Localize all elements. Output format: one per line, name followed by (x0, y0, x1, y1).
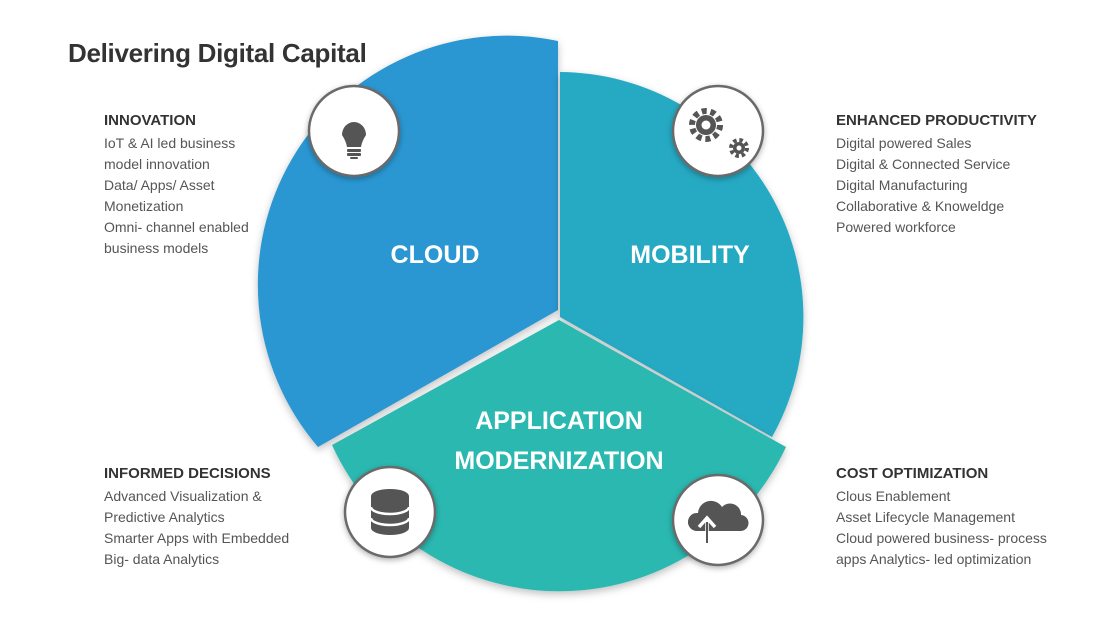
productivity-line: Digital & Connected Service (836, 156, 1011, 172)
gears-icon (671, 84, 765, 178)
decisions-line: Predictive Analytics (104, 509, 225, 525)
lightbulb-icon (307, 84, 401, 178)
decisions-line: Smarter Apps with Embedded (104, 530, 290, 546)
productivity-heading: ENHANCED PRODUCTIVITY (836, 112, 1037, 129)
innovation-line: model innovation (104, 156, 210, 172)
productivity-line: Collaborative & Knoweldge (836, 198, 1005, 214)
innovation-line: IoT & AI led business (104, 135, 236, 151)
cost-line: Clous Enablement (836, 488, 951, 504)
decisions-line: Big- data Analytics (104, 551, 220, 567)
cost-line: Asset Lifecycle Management (836, 509, 1015, 525)
innovation-line: Monetization (104, 198, 184, 214)
innovation-heading: INNOVATION (104, 112, 196, 129)
decisions-line: Advanced Visualization & (104, 488, 262, 504)
cloud-upload-icon (671, 473, 765, 567)
cost-line: Cloud powered business- process (836, 530, 1047, 546)
decisions-heading: INFORMED DECISIONS (104, 465, 271, 482)
cost-block: COST OPTIMIZATION Clous Enablement Asset… (836, 465, 1096, 570)
cost-line: apps Analytics- led optimization (836, 551, 1032, 567)
app-modernization-label-line2: MODERNIZATION (454, 447, 663, 475)
innovation-line: business models (104, 240, 209, 256)
page-title: Delivering Digital Capital (68, 38, 367, 68)
mobility-label: MOBILITY (630, 241, 750, 269)
innovation-line: Data/ Apps/ Asset (104, 177, 215, 193)
productivity-block: ENHANCED PRODUCTIVITY Digital powered Sa… (836, 112, 1096, 238)
cloud-label: CLOUD (391, 241, 480, 269)
innovation-block: INNOVATION IoT & AI led business model i… (104, 112, 364, 259)
database-icon (343, 465, 437, 559)
app-modernization-label-line1: APPLICATION (475, 407, 643, 435)
cost-heading: COST OPTIMIZATION (836, 465, 989, 482)
productivity-line: Digital powered Sales (836, 135, 972, 151)
productivity-line: Digital Manufacturing (836, 177, 968, 193)
innovation-line: Omni- channel enabled (104, 219, 249, 235)
productivity-line: Powered workforce (836, 219, 956, 235)
decisions-block: INFORMED DECISIONS Advanced Visualizatio… (104, 465, 364, 570)
